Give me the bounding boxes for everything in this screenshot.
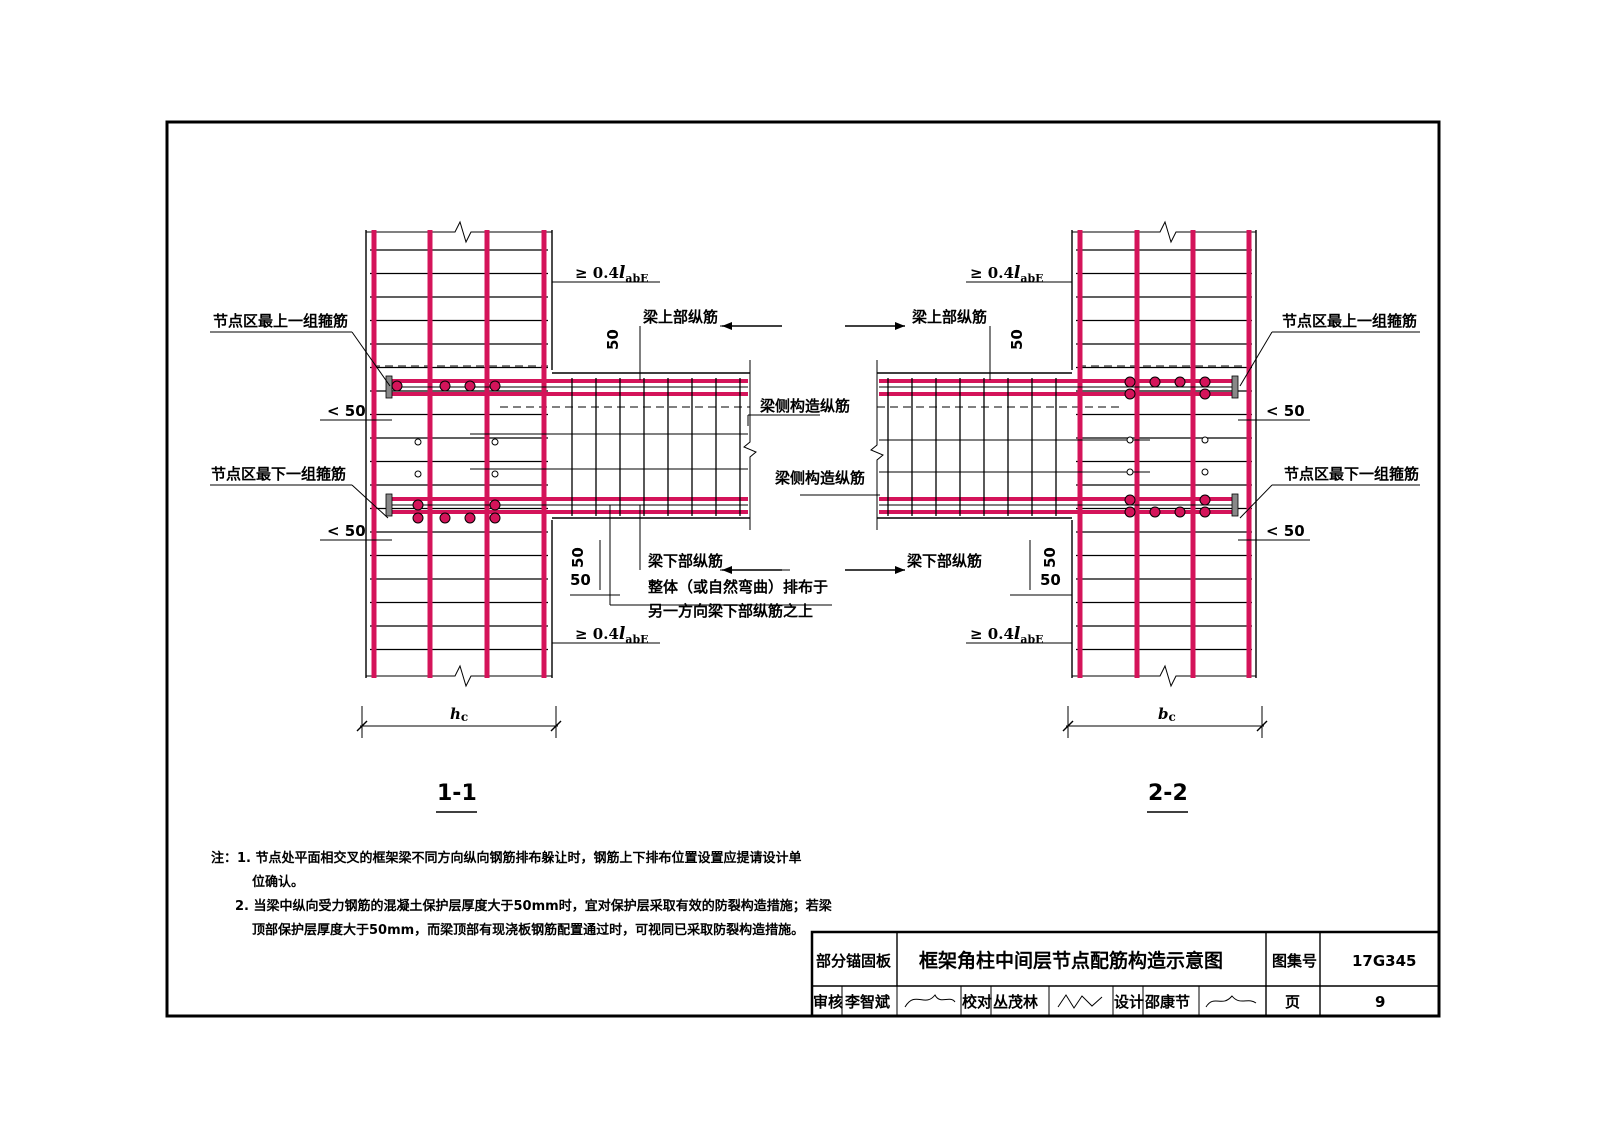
tb-category: 部分锚固板 xyxy=(816,952,892,970)
dim-50-bottom-right-h: 50 xyxy=(1040,571,1061,589)
section-1-1-drawing xyxy=(210,220,832,738)
beam-bar-arrows xyxy=(722,322,905,574)
signature-reviewer xyxy=(904,994,956,1008)
dim-50-bottom-left-h: 50 xyxy=(570,571,591,589)
label-lt50-right-lower: < 50 xyxy=(1266,522,1305,540)
label-beam-top-bar-right: 梁上部纵筋 xyxy=(911,308,987,326)
label-beam-bottom-bar-right: 梁下部纵筋 xyxy=(906,552,982,570)
anchor-label-bottom-right: ≥ 0.4labE xyxy=(970,624,1044,646)
tb-atlas-label: 图集号 xyxy=(1272,952,1317,970)
label-bent-line1: 整体（或自然弯曲）排布于 xyxy=(648,578,828,596)
label-beam-top-bar-left: 梁上部纵筋 xyxy=(642,308,718,326)
section-2-2-drawing xyxy=(800,220,1420,738)
label-bent-line2: 另一方向梁下部纵筋之上 xyxy=(648,602,813,620)
dim-50-bottom-right-v: 50 xyxy=(1041,547,1059,568)
label-top-stirrup-right: 节点区最上一组箍筋 xyxy=(1282,312,1417,330)
anchor-label-bottom-left: ≥ 0.4labE xyxy=(575,624,649,646)
tb-review-label: 审核 xyxy=(813,993,843,1011)
tb-atlas-no: 17G345 xyxy=(1352,952,1417,970)
tb-title: 框架角柱中间层节点配筋构造示意图 xyxy=(919,949,1223,972)
anchor-label-top-right: ≥ 0.4labE xyxy=(970,263,1044,285)
tb-checker: 丛茂林 xyxy=(993,993,1039,1011)
section-title-2-2: 2-2 xyxy=(1148,781,1188,806)
title-block xyxy=(810,930,1441,1018)
note-1-line-1: 注：1. 节点处平面相交叉的框架梁不同方向纵向钢筋排布躲让时，钢筋上下排布位置设… xyxy=(211,850,802,866)
tb-check-label: 校对 xyxy=(962,993,992,1011)
label-beam-bottom-bar-left: 梁下部纵筋 xyxy=(647,552,723,570)
sheet-frame xyxy=(165,120,1441,1018)
dim-50-top-right: 50 xyxy=(1008,329,1026,350)
note-1-line-2: 位确认。 xyxy=(252,874,304,890)
signature-checker xyxy=(1057,994,1103,1009)
dim-bc: bc xyxy=(1158,705,1176,724)
label-lt50-left-lower: < 50 xyxy=(327,522,366,540)
label-bottom-stirrup-left: 节点区最下一组箍筋 xyxy=(211,465,346,483)
dim-50-top-left: 50 xyxy=(604,329,622,350)
tb-page-no: 9 xyxy=(1375,993,1385,1011)
tb-page-label: 页 xyxy=(1285,993,1300,1011)
label-lt50-right-upper: < 50 xyxy=(1266,402,1305,420)
note-2-line-2: 顶部保护层厚度大于50mm，而梁顶部有现浇板钢筋配置通过时，可视同已采取防裂构造… xyxy=(252,922,804,938)
label-lt50-left-upper: < 50 xyxy=(327,402,366,420)
dim-50-bottom-left-v: 50 xyxy=(569,547,587,568)
tb-reviewer: 李智斌 xyxy=(844,993,890,1011)
tb-design-label: 设计 xyxy=(1114,993,1144,1011)
dim-hc: hc xyxy=(450,705,468,724)
label-top-stirrup-left: 节点区最上一组箍筋 xyxy=(213,312,348,330)
label-beam-side-bar-right: 梁侧构造纵筋 xyxy=(774,469,865,487)
tb-designer: 邵康节 xyxy=(1144,993,1190,1011)
label-beam-side-bar-left: 梁侧构造纵筋 xyxy=(759,397,850,415)
signature-designer xyxy=(1205,995,1257,1008)
anchor-label-top-left: ≥ 0.4labE xyxy=(575,263,649,285)
label-bottom-stirrup-right: 节点区最下一组箍筋 xyxy=(1284,465,1419,483)
note-2-line-1: 2. 当梁中纵向受力钢筋的混凝土保护层厚度大于50mm时，宜对保护层采取有效的防… xyxy=(235,898,833,914)
section-title-1-1: 1-1 xyxy=(437,781,477,806)
